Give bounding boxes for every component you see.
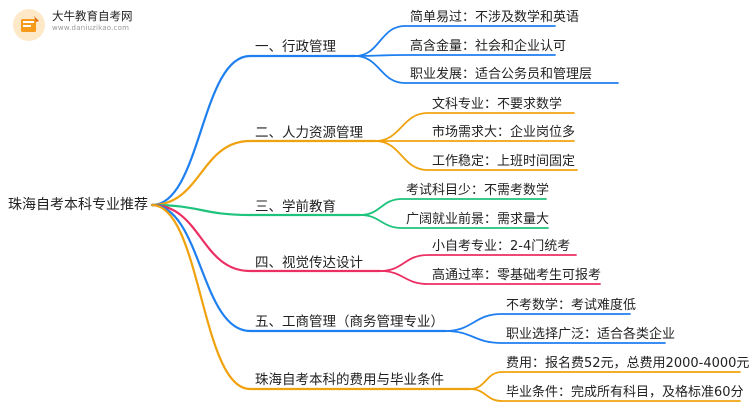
leaf-label: 职业发展：适合公务员和管理层	[410, 67, 593, 82]
leaf-connector	[379, 270, 601, 285]
leaf-label: 广阔就业前景：需求量大	[406, 212, 550, 227]
leaf-label: 工作稳定：上班时间固定	[432, 154, 576, 169]
branch-label: 五、工商管理（商务管理专业）	[255, 314, 444, 330]
leaf-connector	[374, 112, 575, 142]
branch-connector	[150, 54, 357, 207]
branch-label: 三、学前教育	[255, 199, 336, 215]
leaf-label: 考试科目少：不需考数学	[406, 183, 550, 198]
leaf-connector	[444, 330, 666, 344]
branch-connector	[150, 203, 472, 391]
leaf-label: 费用：报名费52元，总费用2000-4000元	[506, 356, 750, 371]
leaf-label: 高通过率：零基础考生可报考	[432, 268, 602, 283]
leaf-label: 职业选择广泛：适合各类企业	[506, 327, 676, 342]
leaf-connector	[359, 198, 547, 216]
leaf-connector	[469, 371, 741, 390]
leaf-label: 高含金量：社会和企业认可	[410, 39, 567, 54]
leaf-connector	[354, 55, 619, 84]
leaf-connector	[444, 313, 631, 332]
branch-connector	[150, 203, 447, 333]
leaf-label: 市场需求大：企业岗位多	[432, 125, 576, 140]
branch-label: 二、人力资源管理	[255, 125, 363, 141]
branch-label: 一、行政管理	[255, 39, 336, 55]
branch-label: 四、视觉传达设计	[255, 255, 363, 271]
brand-url: www.daniuzikao.com	[52, 24, 130, 32]
leaf-connector	[354, 25, 556, 57]
mindmap-root: 珠海自考本科专业推荐	[8, 197, 148, 213]
leaf-label: 毕业条件：完成所有科目，及格标准60分	[506, 385, 744, 400]
leaf-connector	[374, 140, 578, 171]
branch-label: 珠海自考本科的费用与毕业条件	[255, 372, 444, 388]
branch-connector	[150, 203, 362, 217]
branch-connector	[150, 203, 382, 273]
leaf-connector	[354, 54, 556, 57]
branch-connector	[150, 139, 377, 207]
brand-name: 大牛教育自考网	[52, 9, 133, 23]
leaf-connector	[379, 254, 577, 272]
leaf-label: 不考数学：考试难度低	[506, 298, 637, 313]
leaf-label: 小自考专业：2-4门统考	[432, 239, 571, 254]
logo-icon	[12, 8, 46, 42]
leaf-label: 简单易过：不涉及数学和英语	[410, 10, 580, 25]
leaf-connector	[359, 214, 549, 229]
leaf-connector	[469, 388, 741, 402]
leaf-label: 文科专业：不要求数学	[432, 97, 563, 112]
